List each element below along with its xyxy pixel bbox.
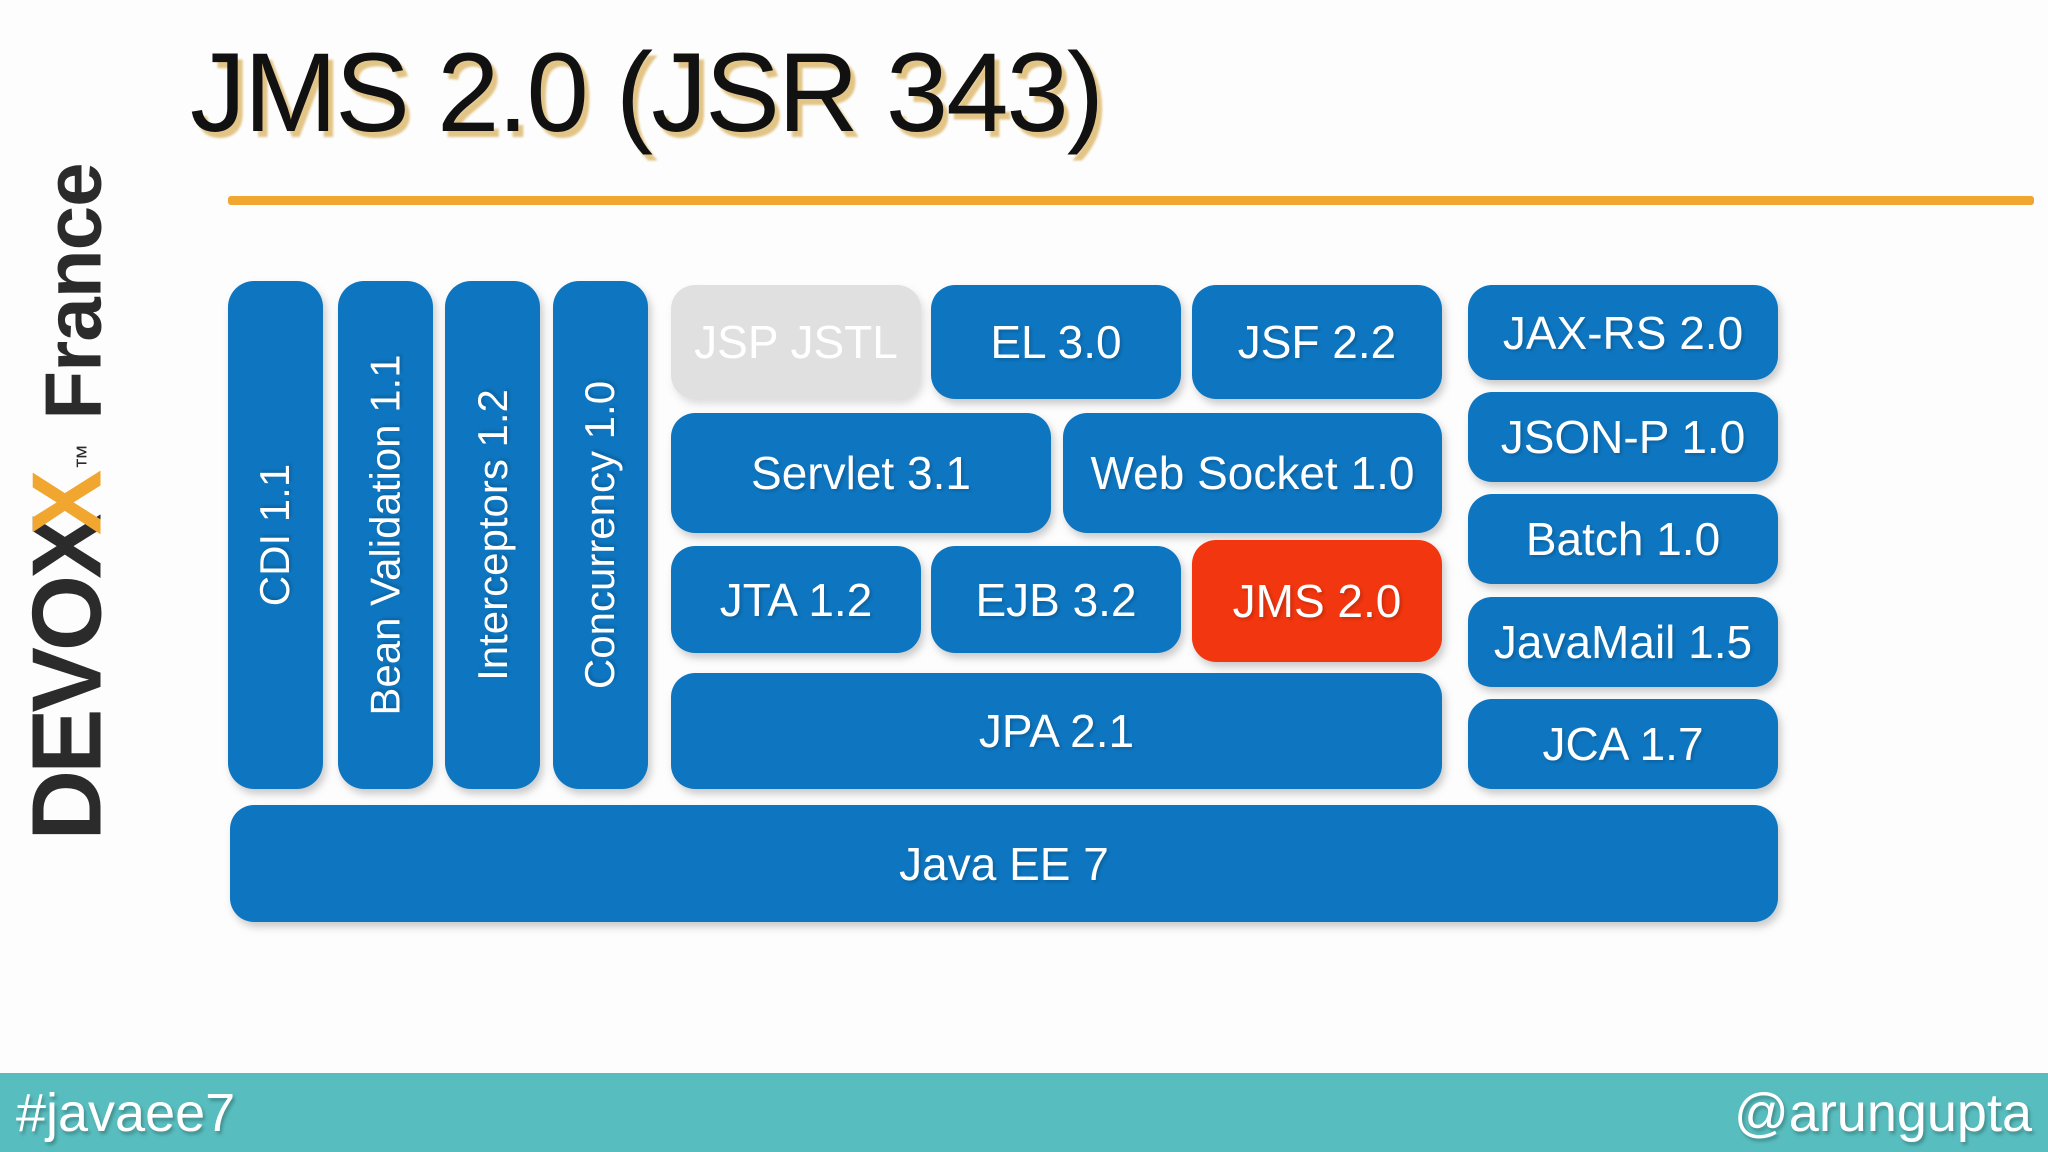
box-jsf: JSF 2.2 <box>1192 285 1442 399</box>
devoxx-france-logo-text: DEVOXX™France <box>12 163 122 840</box>
box-jca: JCA 1.7 <box>1468 699 1778 789</box>
box-javamail: JavaMail 1.5 <box>1468 597 1778 687</box>
box-bean-validation: Bean Validation 1.1 <box>338 281 433 789</box>
title-underline <box>228 196 2034 205</box>
box-servlet: Servlet 3.1 <box>671 413 1051 533</box>
logo-text-france: France <box>29 163 119 420</box>
logo-text-devo: DEVO <box>12 578 123 841</box>
footer-hashtag: #javaee7 <box>16 1082 236 1143</box>
box-jpa: JPA 2.1 <box>671 673 1442 789</box>
box-jax-rs: JAX-RS 2.0 <box>1468 285 1778 380</box>
box-jsp-jstl: JSP JSTL <box>671 285 921 399</box>
box-concurrency-label: Concurrency 1.0 <box>576 380 624 690</box>
box-interceptors-label: Interceptors 1.2 <box>468 389 516 681</box>
box-jms-highlighted: JMS 2.0 <box>1192 540 1442 662</box>
box-json-p: JSON-P 1.0 <box>1468 392 1778 482</box>
footer-bar: #javaee7 @arungupta <box>0 1073 2048 1152</box>
box-web-socket: Web Socket 1.0 <box>1063 413 1442 533</box>
slide-title: JMS 2.0 (JSR 343) <box>190 30 1104 155</box>
box-cdi: CDI 1.1 <box>228 281 323 789</box>
logo-trademark: ™ <box>70 443 101 470</box>
box-interceptors: Interceptors 1.2 <box>445 281 540 789</box>
box-el: EL 3.0 <box>931 285 1181 399</box>
box-concurrency: Concurrency 1.0 <box>553 281 648 789</box>
box-bean-validation-label: Bean Validation 1.1 <box>361 354 409 716</box>
box-batch: Batch 1.0 <box>1468 494 1778 584</box>
box-jta: JTA 1.2 <box>671 546 921 653</box>
box-cdi-label: CDI 1.1 <box>251 463 299 607</box>
box-ejb: EJB 3.2 <box>931 546 1181 653</box>
logo-x-orange: X <box>12 473 123 536</box>
devoxx-france-logo: DEVOXX™France <box>6 56 128 948</box>
box-java-ee-7: Java EE 7 <box>230 805 1778 922</box>
footer-twitter-handle: @arungupta <box>1733 1082 2032 1143</box>
